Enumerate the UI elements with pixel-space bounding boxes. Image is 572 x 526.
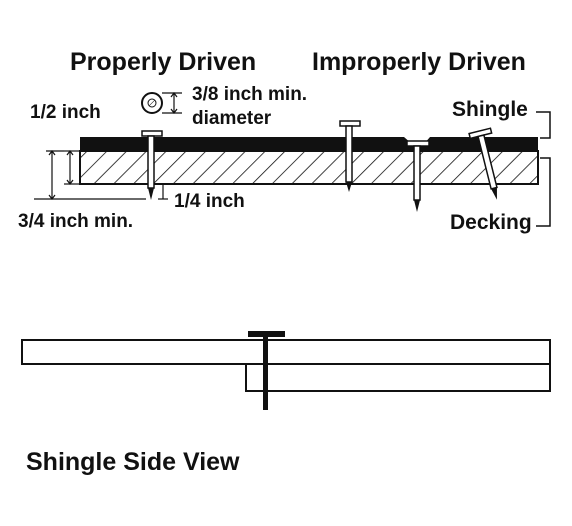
quarter-inch-label: 1/4 inch <box>174 191 245 212</box>
quarter-inch-dimension <box>158 183 168 200</box>
head-diameter-label-2: diameter <box>192 108 272 129</box>
improper-nail-raised <box>339 120 361 192</box>
three-quarter-inch-dimension <box>34 150 146 200</box>
shingle-layer <box>80 137 538 151</box>
upper-shingle <box>21 339 551 365</box>
properly-driven-heading: Properly Driven <box>70 48 256 76</box>
shingle-side-view <box>21 331 551 410</box>
half-inch-label: 1/2 inch <box>30 102 101 123</box>
three-quarter-inch-label: 3/4 inch min. <box>18 211 133 232</box>
properly-driven-nail <box>141 130 163 200</box>
side-view-heading: Shingle Side View <box>26 448 240 476</box>
side-view-nail-shank <box>263 337 268 410</box>
nail-head-top-view <box>141 92 163 114</box>
shingle-callout-line <box>536 111 551 139</box>
head-diameter-label: 3/8 inch min. <box>192 84 307 105</box>
shingle-label: Shingle <box>452 98 528 121</box>
decking-callout-line <box>536 157 551 227</box>
improperly-driven-heading: Improperly Driven <box>312 48 526 76</box>
decking-label: Decking <box>450 211 532 234</box>
half-inch-dimension <box>64 150 80 185</box>
lower-shingle <box>245 363 551 392</box>
head-diameter-dimension <box>162 92 182 114</box>
side-view-nail-head <box>248 331 285 337</box>
improper-nail-overdriven <box>406 140 430 212</box>
decking-layer <box>79 150 539 185</box>
improper-nail-angled <box>468 127 498 200</box>
